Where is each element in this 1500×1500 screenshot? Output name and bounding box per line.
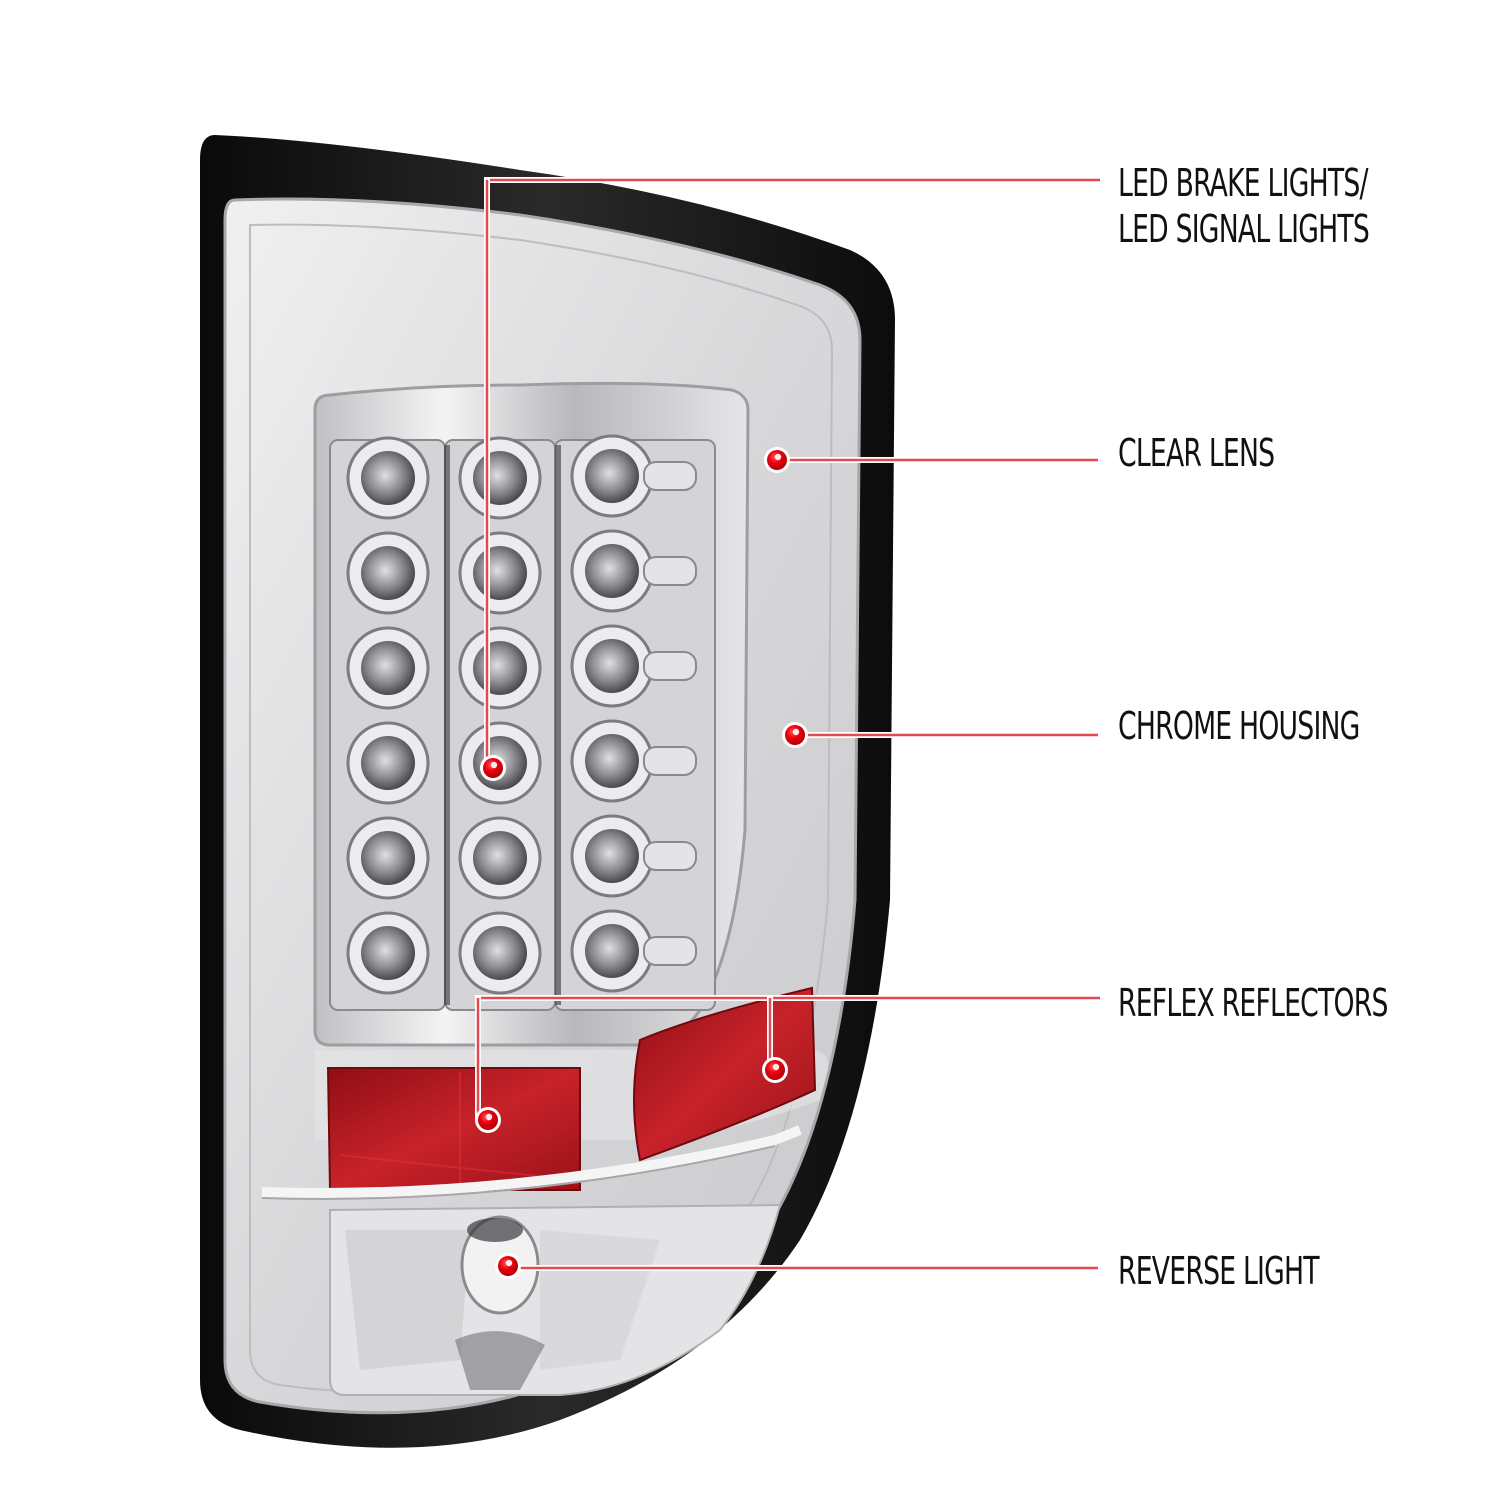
- led-bulb: [585, 924, 639, 978]
- led-bulb: [585, 829, 639, 883]
- callout-label-led-lights: LED BRAKE LIGHTS/LED SIGNAL LIGHTS: [1118, 160, 1370, 252]
- callout-label-clear-lens: CLEAR LENS: [1118, 430, 1275, 476]
- callout-label-line: REFLEX REFLECTORS: [1118, 981, 1388, 1025]
- leader-lines: [475, 177, 1103, 1279]
- led-bulb: [361, 831, 415, 885]
- led-bulb: [361, 546, 415, 600]
- led-grid: [346, 434, 697, 995]
- callout-label-line: CHROME HOUSING: [1118, 704, 1360, 748]
- callout-label-chrome-housing: CHROME HOUSING: [1118, 703, 1360, 749]
- led-bulb: [585, 639, 639, 693]
- callout-label-reflex-reflectors: REFLEX REFLECTORS: [1118, 980, 1388, 1026]
- led-bulb: [585, 734, 639, 788]
- callout-label-reverse-light: REVERSE LIGHT: [1118, 1248, 1320, 1294]
- led-bulb: [361, 736, 415, 790]
- led-bulb: [585, 449, 639, 503]
- led-bulb: [361, 641, 415, 695]
- callout-label-line: REVERSE LIGHT: [1118, 1249, 1320, 1293]
- led-bulb: [585, 544, 639, 598]
- led-bulb: [473, 451, 527, 505]
- led-bulb: [473, 641, 527, 695]
- led-bulb: [361, 451, 415, 505]
- led-bulb: [473, 546, 527, 600]
- led-bulb: [361, 926, 415, 980]
- callout-label-line: LED BRAKE LIGHTS/: [1118, 161, 1369, 205]
- led-bulb: [473, 926, 527, 980]
- callout-label-line: CLEAR LENS: [1118, 431, 1275, 475]
- callout-label-line: LED SIGNAL LIGHTS: [1118, 207, 1370, 251]
- led-bulb: [473, 831, 527, 885]
- reflex-reflector-left: [326, 1067, 581, 1191]
